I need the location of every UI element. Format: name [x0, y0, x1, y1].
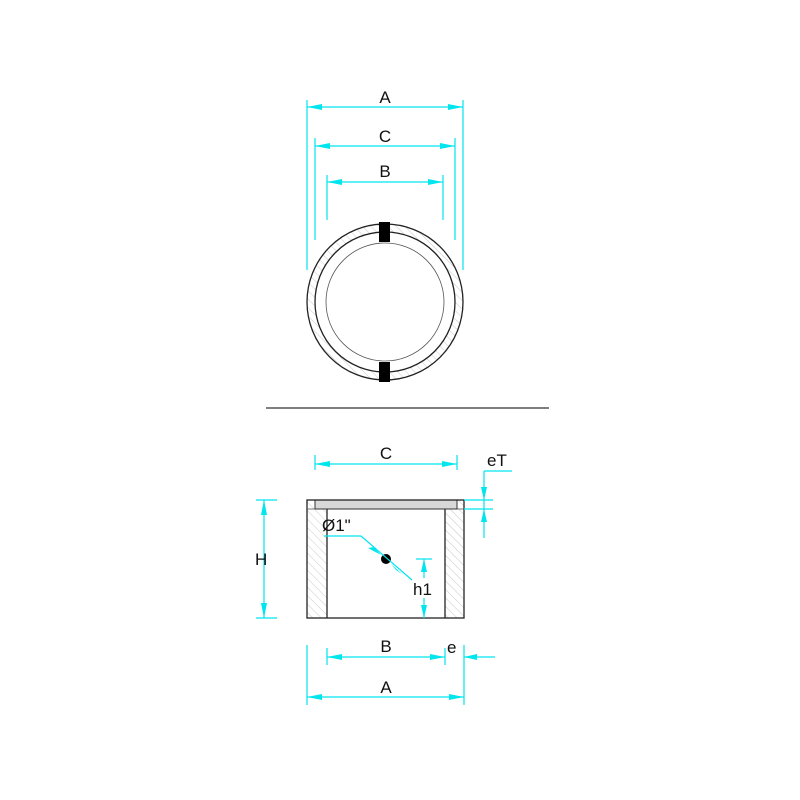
dimension-h1: h1 [413, 558, 437, 618]
dimension-a-top: A [307, 88, 463, 110]
hole-callout: Ø1" [322, 516, 413, 581]
label-b: B [379, 162, 390, 181]
dimension-a-section: A [306, 645, 465, 705]
handle-top [379, 222, 390, 242]
dimension-h: H [255, 499, 277, 619]
label-a-section: A [380, 678, 392, 697]
drain-hole [381, 554, 391, 564]
dimension-c-section: C [314, 444, 458, 470]
label-et: eT [487, 451, 507, 470]
label-c: C [379, 127, 391, 146]
dimension-b-section: B [326, 637, 446, 665]
label-a: A [379, 88, 391, 107]
dimension-b-top: B [327, 162, 443, 185]
label-b-section: B [380, 637, 391, 656]
label-hole-diameter: Ø1" [322, 516, 351, 535]
label-c-section: C [380, 444, 392, 463]
handle-bottom [379, 362, 390, 382]
top-view: A C B [306, 88, 464, 382]
label-e: e [447, 638, 456, 657]
section-view: C eT H Ø1" [255, 444, 512, 705]
dimension-c-top: C [315, 127, 455, 149]
label-h1: h1 [413, 580, 432, 599]
dimension-e: e [447, 638, 495, 660]
dimension-et: eT [464, 451, 512, 538]
ring-plan [306, 222, 464, 382]
label-h: H [255, 550, 267, 569]
